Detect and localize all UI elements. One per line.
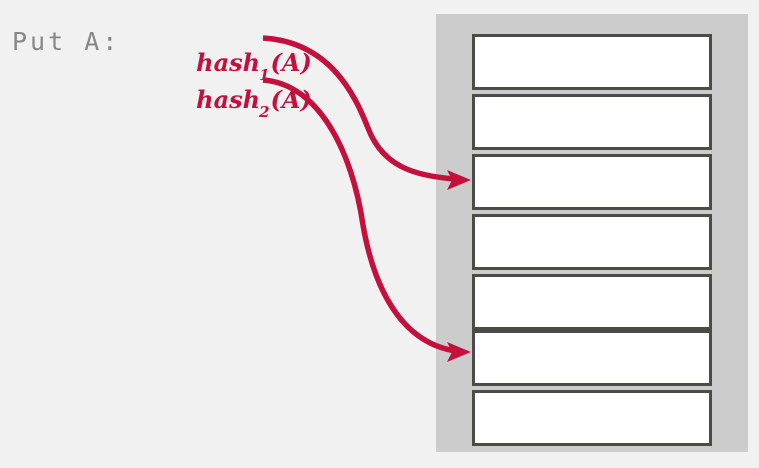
hash-table-panel xyxy=(436,14,748,452)
table-slot[interactable] xyxy=(472,34,712,90)
operation-label-block: Put A: hash1(A) hash2(A) xyxy=(0,0,430,120)
table-slot[interactable] xyxy=(472,274,712,330)
hash-2-subscript: 2 xyxy=(259,102,270,121)
put-operation-label: Put A: xyxy=(12,27,121,56)
hash-1-base: hash xyxy=(196,48,261,77)
hash-function-2-label: hash2(A) xyxy=(146,64,312,141)
hash-2-base: hash xyxy=(196,85,261,114)
table-slot[interactable] xyxy=(472,154,712,210)
table-slot[interactable] xyxy=(472,94,712,150)
table-slot[interactable] xyxy=(472,390,712,446)
table-slot[interactable] xyxy=(472,214,712,270)
hash-2-argument: (A) xyxy=(270,85,312,114)
table-slot[interactable] xyxy=(472,330,712,386)
